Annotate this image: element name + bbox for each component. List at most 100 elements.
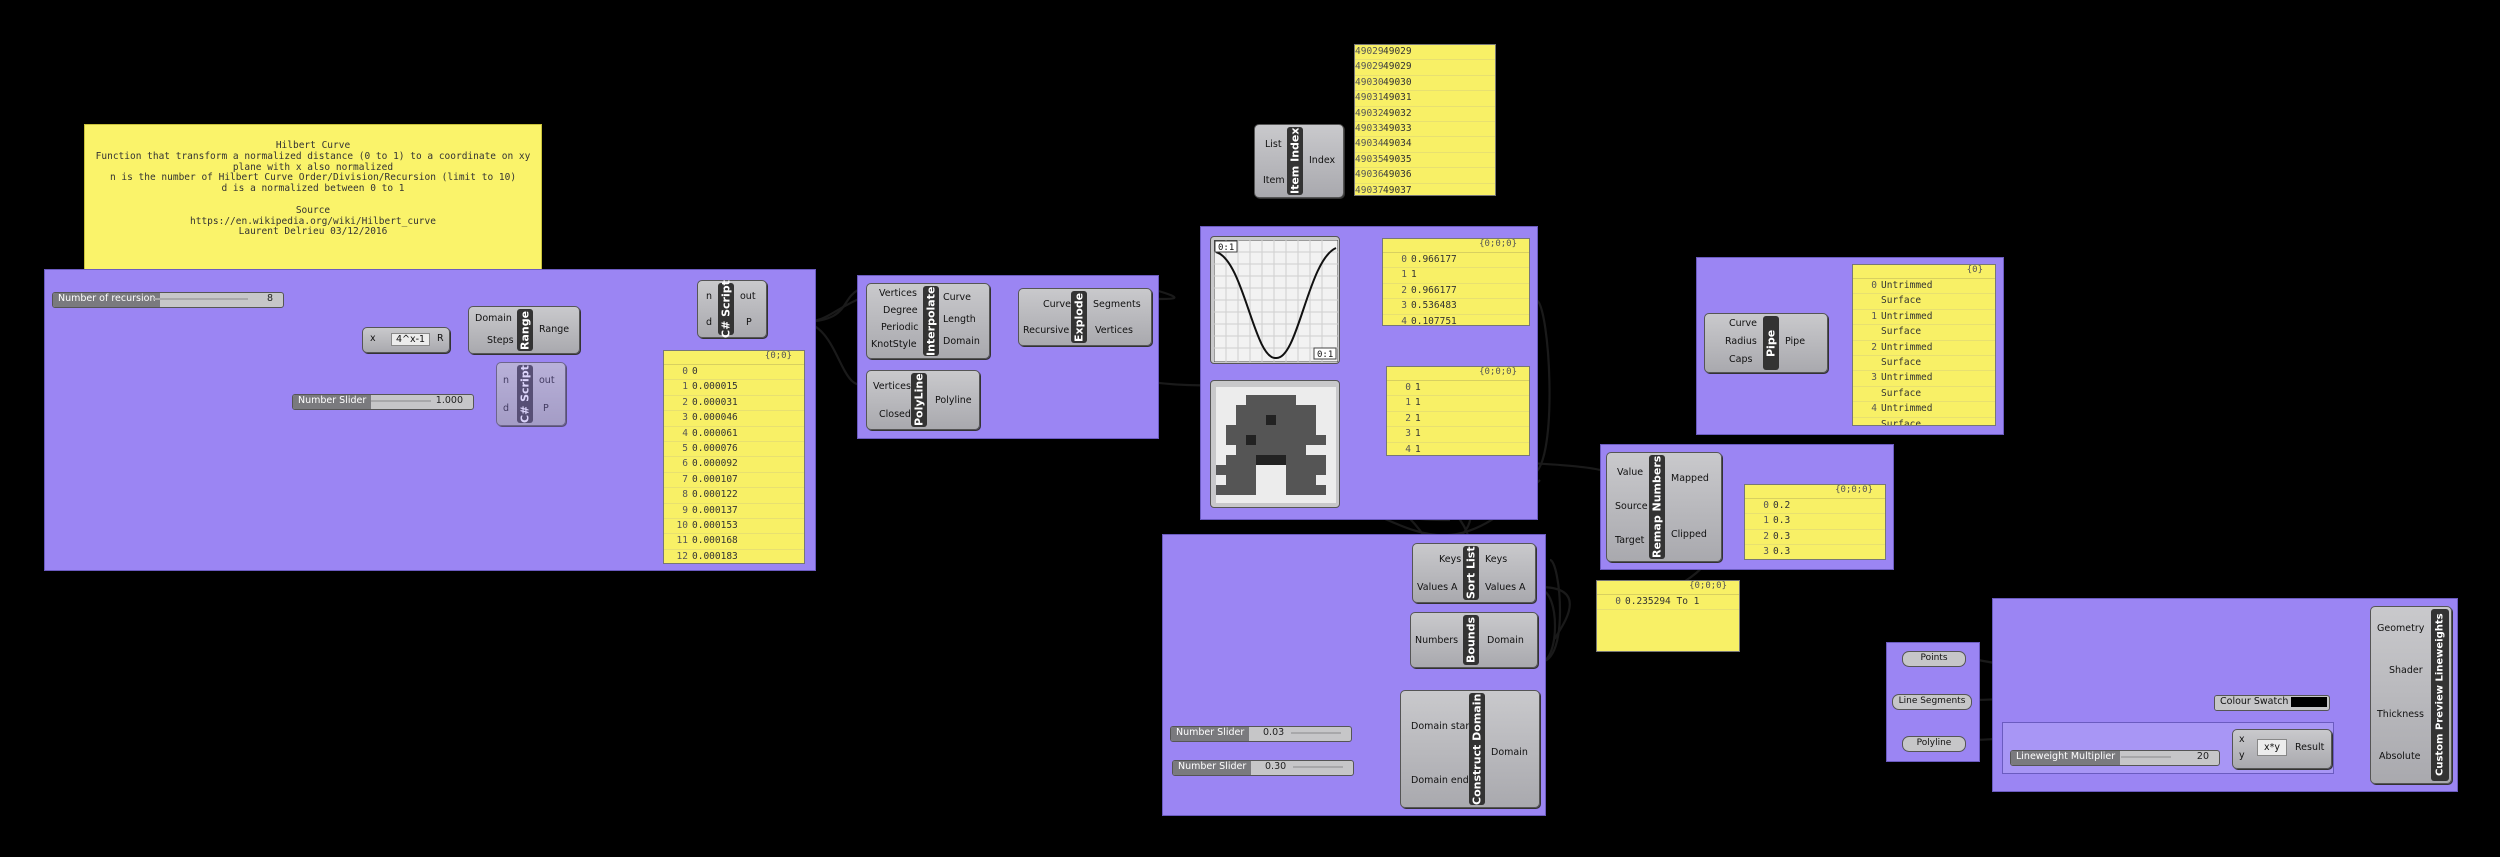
row-index: 3 [1871, 372, 1877, 384]
row-index: 3 [1763, 546, 1769, 558]
row-value: Surface [1881, 356, 1922, 368]
colour-swatch[interactable]: Colour Swatch [2214, 695, 2330, 711]
row-value: 49032 [1383, 107, 1412, 119]
row-index: 0 [1763, 500, 1769, 511]
slider-name: Number of recursion [53, 293, 161, 307]
slider-number[interactable]: Number Slider 1.000 [292, 394, 474, 410]
panel-row: 4903649036 [1355, 168, 1495, 184]
slider-name: Number Slider [1173, 761, 1252, 775]
construct-domain-component[interactable]: Domain start Domain end Construct Domain… [1400, 690, 1540, 808]
panel-row: 4903149031 [1355, 91, 1495, 107]
slider-value: 0.30 [1265, 761, 1287, 772]
row-index: 4 [1401, 315, 1407, 326]
param-points[interactable]: Points [1902, 651, 1966, 667]
row-index: 4 [682, 427, 688, 439]
panel-row: 4903249032 [1355, 107, 1495, 122]
construct-domain-title: Construct Domain [1469, 693, 1485, 805]
slider-lineweight-multiplier[interactable]: Lineweight Multiplier 20 [2010, 750, 2220, 766]
bounds-title: Bounds [1463, 615, 1479, 665]
row-index: 0 [1401, 254, 1407, 265]
remap-title: Remap Numbers [1649, 455, 1665, 559]
graph-mapper[interactable]: 0:1 0:1 [1210, 236, 1340, 364]
row-value: 0.536483 [1411, 300, 1457, 312]
slider-domain-start[interactable]: Number Slider 0.03 [1170, 726, 1352, 742]
svg-text:0:1: 0:1 [1317, 350, 1333, 360]
row-index: 11 [676, 535, 688, 547]
slider-number-of-recursion[interactable]: Number of recursion 8 [52, 292, 284, 308]
expression-formula: x*y [2257, 739, 2287, 756]
swatch-color [2291, 697, 2327, 707]
row-value: 0.000061 [692, 427, 738, 439]
row-value: 0.966177 [1411, 284, 1457, 296]
row-index: 9 [682, 504, 688, 516]
panel-row: 4903449034 [1355, 137, 1495, 153]
row-value: 0.966177 [1411, 254, 1457, 265]
row-value: Untrimmed [1881, 403, 1933, 415]
panel-row: 3 Untrimmed [1853, 371, 1995, 387]
row-index: 8 [682, 489, 688, 501]
param-polyline[interactable]: Polyline [1902, 736, 1966, 752]
slider-domain-end[interactable]: Number Slider 0.30 [1172, 760, 1354, 776]
csharp-script-2[interactable]: n d C# Script out P [496, 362, 566, 426]
remap-numbers-component[interactable]: Value Source Target Remap Numbers Mapped… [1606, 452, 1722, 562]
row-value: 0.000168 [692, 535, 738, 547]
row-index: 4 [1871, 403, 1877, 415]
panel-row: Surface [1853, 356, 1995, 372]
interpolate-component[interactable]: Vertices Degree Periodic KnotStyle Inter… [866, 283, 990, 359]
row-index: 49036 [1355, 169, 1384, 181]
row-value: Untrimmed [1881, 372, 1933, 384]
row-index: 49035 [1355, 153, 1384, 165]
row-index: 49029 [1355, 61, 1384, 73]
hilbert-note: Hilbert Curve Function that transform a … [84, 124, 542, 288]
item-index-component[interactable]: List Item Item Index Index [1254, 124, 1344, 198]
row-value: Surface [1881, 387, 1922, 399]
polyline-component[interactable]: Vertices Closed PolyLine Polyline [866, 370, 980, 430]
row-index: 12 [676, 550, 688, 562]
range-title: Range [517, 309, 533, 351]
expression-4x-1[interactable]: x 4^x-1 R [362, 327, 450, 353]
row-index: 1 [682, 381, 688, 393]
row-value: 0.000107 [692, 473, 738, 485]
range-component[interactable]: Domain Steps Range Range [468, 306, 580, 354]
param-line-segments[interactable]: Line Segments [1892, 694, 1972, 710]
slider-value: 1.000 [435, 395, 463, 406]
row-value: 0.2 [1773, 500, 1791, 511]
expression-xy[interactable]: x y x*y Result [2232, 729, 2332, 769]
panel-row: 4 Untrimmed [1853, 402, 1995, 418]
explode-component[interactable]: Curve Recursive Explode Segments Vertice… [1018, 288, 1152, 346]
expression-formula: 4^x-1 [391, 333, 431, 346]
row-value: 49033 [1383, 122, 1412, 134]
polyline-title: PolyLine [911, 373, 927, 427]
row-value: 49037 [1383, 184, 1412, 196]
bounds-component[interactable]: Numbers Bounds Domain [1410, 612, 1538, 668]
row-index: 49031 [1355, 92, 1384, 104]
csharp-script-1[interactable]: n d C# Script out P [697, 280, 767, 338]
custom-preview-lineweights[interactable]: Geometry Shader Thickness Absolute Custo… [2370, 606, 2452, 784]
pipe-title: Pipe [1763, 316, 1779, 370]
sort-list-component[interactable]: Keys Values A Sort List Keys Values A [1412, 543, 1536, 603]
row-value: 0.000153 [692, 519, 738, 531]
row-value: 1 [1411, 269, 1417, 281]
pipe-component[interactable]: Curve Radius Caps Pipe Pipe [1704, 313, 1828, 373]
image-sampler[interactable] [1210, 380, 1340, 508]
row-index: 49033 [1355, 122, 1384, 134]
